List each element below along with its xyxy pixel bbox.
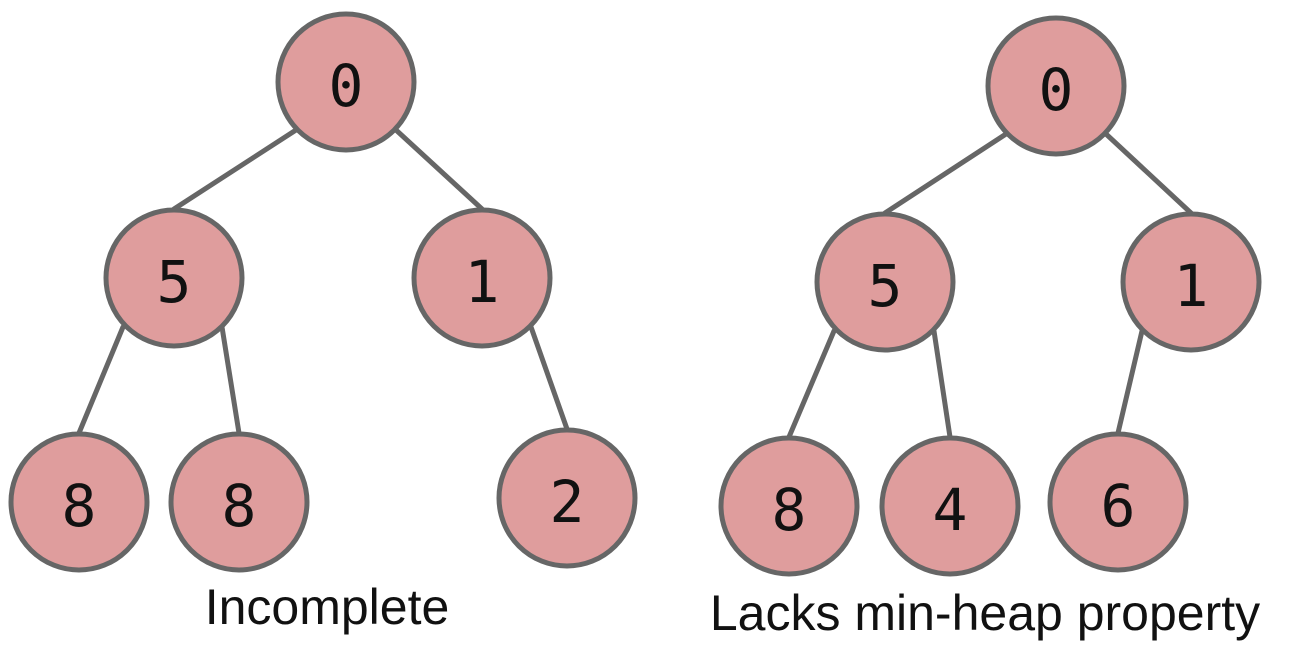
node-value: 1 bbox=[1174, 252, 1209, 320]
node-value: 0 bbox=[1039, 56, 1074, 124]
tree-incomplete: 0 5 1 8 8 2 Incomplete bbox=[8, 11, 638, 635]
tree-node: 4 bbox=[879, 435, 1021, 577]
node-value: 4 bbox=[933, 476, 968, 544]
tree-node: 0 bbox=[985, 15, 1127, 157]
edge-0-to-1 bbox=[1103, 131, 1194, 216]
edge-5-to-8a bbox=[76, 324, 126, 436]
node-value: 0 bbox=[329, 52, 364, 120]
edge-1-to-6 bbox=[1115, 328, 1145, 436]
tree-caption-lacks-min-heap: Lacks min-heap property bbox=[710, 585, 1260, 641]
edge-1-to-2 bbox=[528, 324, 570, 432]
edge-5-to-8 bbox=[786, 328, 837, 440]
tree-node: 5 bbox=[814, 211, 956, 353]
tree-node: 0 bbox=[275, 11, 417, 153]
tree-node: 8 bbox=[8, 431, 150, 573]
edge-0-to-1 bbox=[393, 127, 485, 212]
edge-5-to-4 bbox=[931, 328, 953, 440]
node-value: 8 bbox=[62, 472, 97, 540]
edge-0-to-5 bbox=[882, 131, 1009, 216]
tree-node: 2 bbox=[496, 427, 638, 569]
node-value: 1 bbox=[465, 248, 500, 316]
node-value: 6 bbox=[1101, 472, 1136, 540]
tree-node: 5 bbox=[103, 207, 245, 349]
tree-node: 8 bbox=[718, 435, 860, 577]
edge-5-to-8b bbox=[219, 324, 242, 436]
edge-0-to-5 bbox=[171, 127, 299, 212]
node-value: 5 bbox=[868, 252, 903, 320]
tree-node: 1 bbox=[411, 207, 553, 349]
node-value: 5 bbox=[157, 248, 192, 316]
node-value: 8 bbox=[772, 476, 807, 544]
tree-node: 1 bbox=[1120, 211, 1262, 353]
tree-caption-incomplete: Incomplete bbox=[205, 579, 450, 635]
node-value: 2 bbox=[550, 468, 585, 536]
tree-node: 8 bbox=[168, 431, 310, 573]
tree-node: 6 bbox=[1047, 431, 1189, 573]
tree-lacks-min-heap: 0 5 1 8 4 6 Lacks min-heap property bbox=[710, 15, 1262, 641]
node-value: 8 bbox=[222, 472, 257, 540]
